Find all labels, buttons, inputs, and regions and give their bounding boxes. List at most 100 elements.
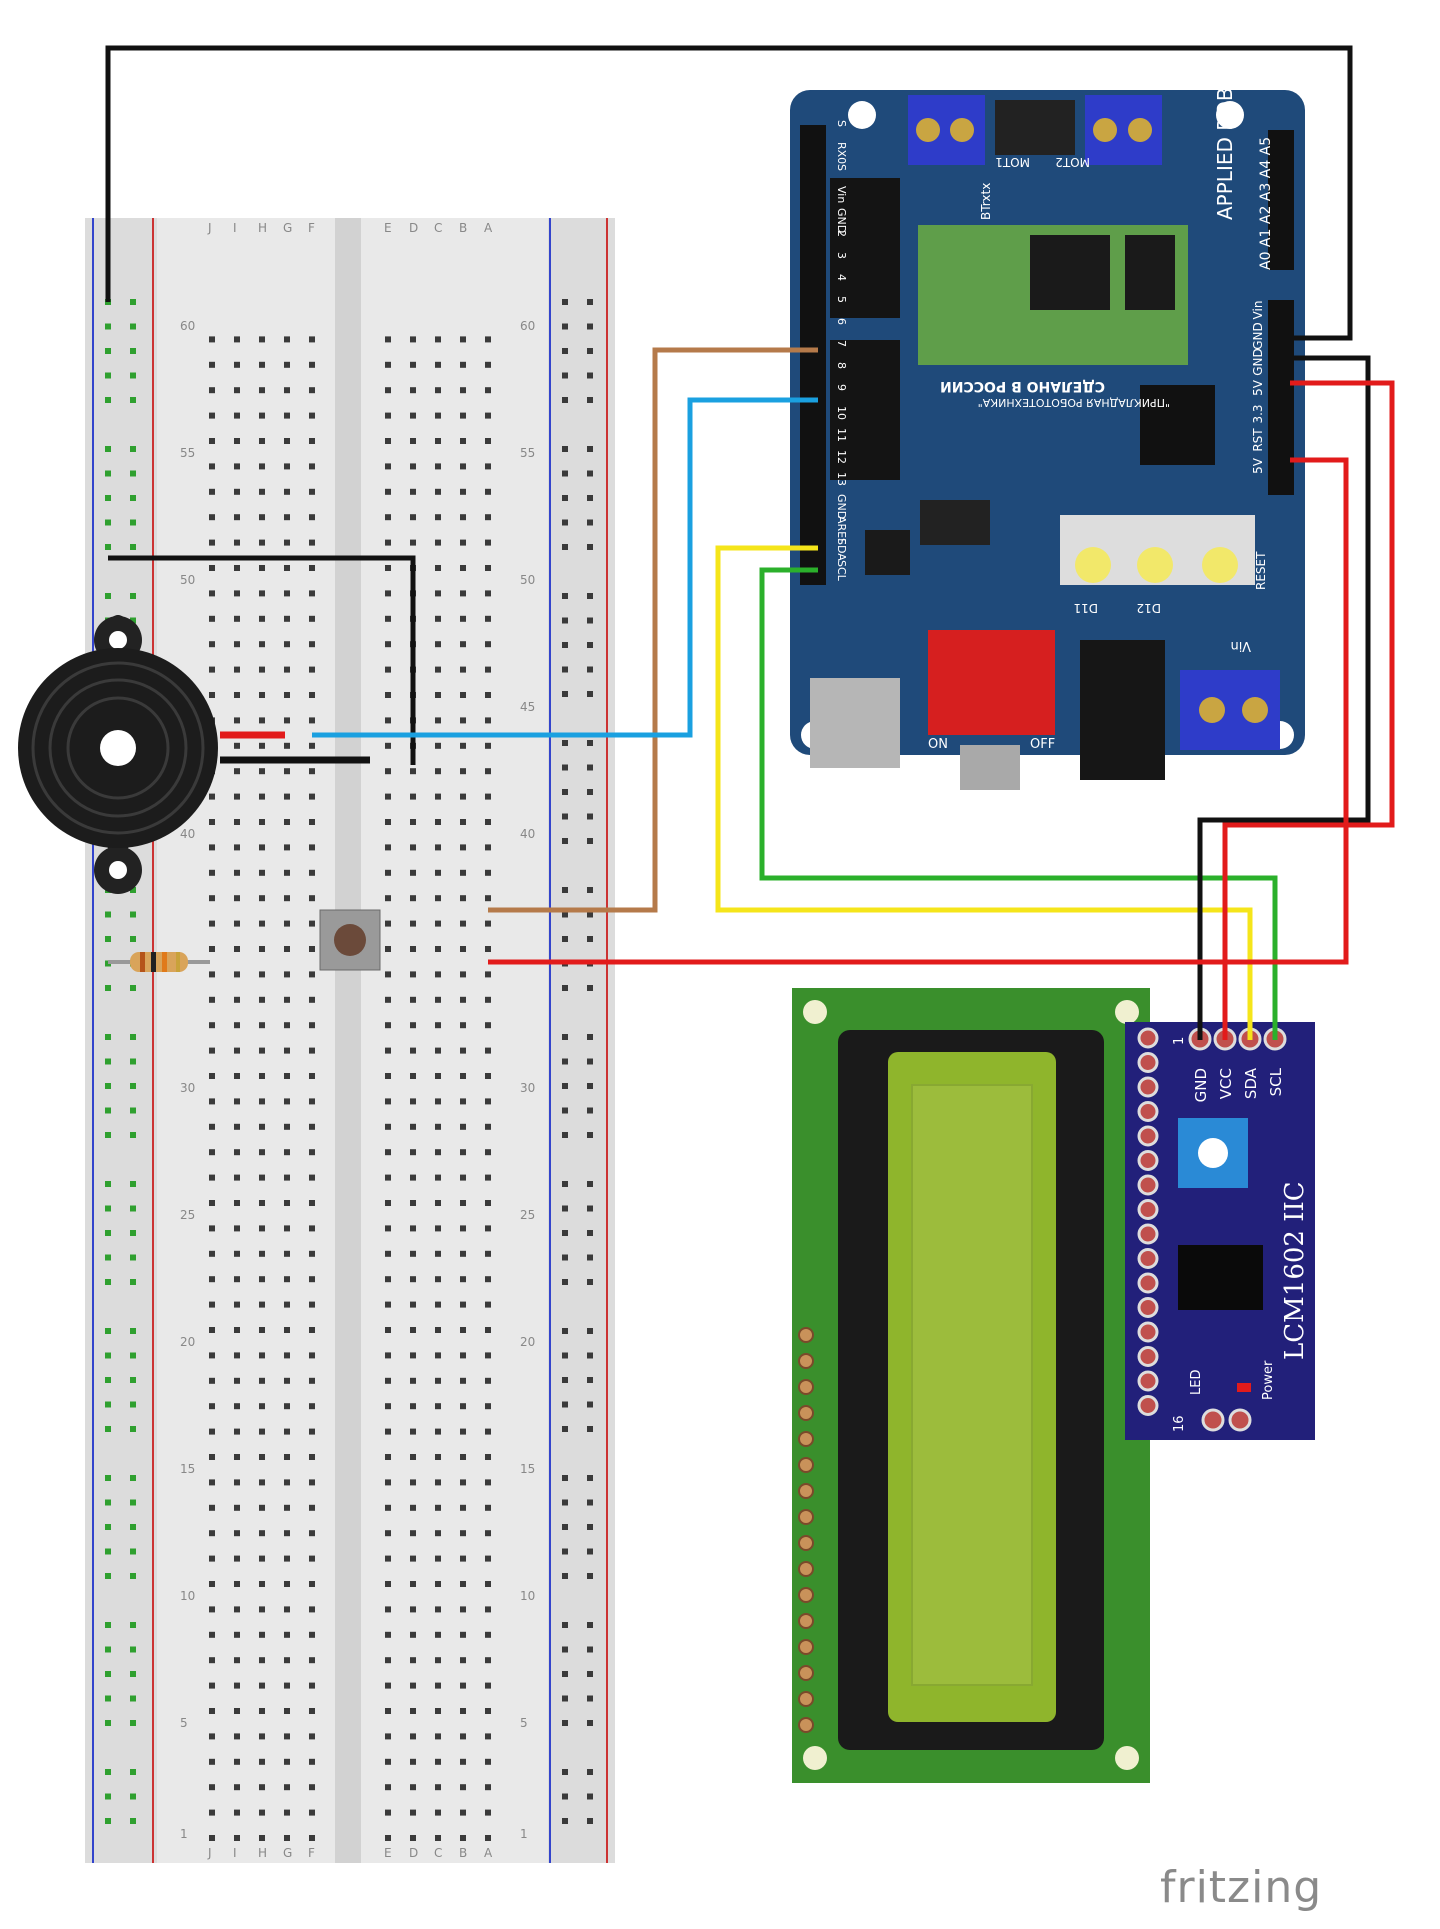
- board-pin-label: SDA: [835, 538, 848, 561]
- rail-hole: [562, 1401, 568, 1408]
- rail-hole: [130, 299, 136, 305]
- breadboard-hole: [209, 920, 215, 927]
- breadboard-hole: [284, 1276, 290, 1283]
- breadboard-hole: [259, 742, 265, 749]
- rail-hole: [105, 1034, 111, 1040]
- breadboard-hole: [410, 1073, 416, 1079]
- breadboard-hole: [485, 1174, 491, 1181]
- breadboard-hole: [309, 488, 315, 495]
- breadboard-hole: [259, 1454, 265, 1460]
- breadboard-hole: [259, 946, 265, 952]
- rail-hole: [130, 1622, 136, 1628]
- breadboard-hole: [284, 1123, 290, 1130]
- rail-hole: [587, 1401, 593, 1408]
- breadboard-hole: [385, 1530, 391, 1537]
- breadboard-hole: [259, 793, 265, 800]
- breadboard-hole: [385, 387, 391, 394]
- breadboard-hole: [284, 1301, 290, 1308]
- rail-hole: [587, 1254, 593, 1261]
- breadboard-hole: [385, 590, 391, 597]
- breadboard-hole: [284, 1708, 290, 1714]
- column-letter: G: [283, 1846, 292, 1860]
- breadboard-hole: [234, 412, 240, 419]
- breadboard-hole: [309, 768, 315, 775]
- breadboard-hole: [410, 1377, 416, 1384]
- breadboard-hole: [234, 539, 240, 546]
- rail-hole: [105, 1352, 111, 1359]
- rail-hole: [587, 1769, 593, 1775]
- breadboard-hole: [460, 1250, 466, 1257]
- i2c-side-pin: [1137, 1321, 1159, 1343]
- board-pin-label: 8: [835, 362, 848, 369]
- breadboard-hole: [209, 488, 215, 495]
- breadboard-hole: [385, 1657, 391, 1664]
- breadboard-hole: [485, 336, 491, 343]
- breadboard-hole: [309, 1022, 315, 1029]
- breadboard-hole: [485, 1352, 491, 1359]
- breadboard-hole: [460, 1581, 466, 1587]
- board-pin-label: 13: [835, 472, 848, 486]
- rail-hole: [587, 985, 593, 991]
- row-number: 20: [180, 1335, 195, 1349]
- breadboard-hole: [385, 819, 391, 825]
- breadboard-hole: [259, 615, 265, 622]
- breadboard-hole: [460, 1708, 466, 1714]
- breadboard-hole: [284, 1098, 290, 1105]
- rail-hole: [105, 911, 111, 918]
- push-button[interactable]: [319, 909, 381, 971]
- breadboard-hole: [460, 1784, 466, 1791]
- breadboard-hole: [460, 641, 466, 648]
- breadboard-hole: [485, 1758, 491, 1765]
- breadboard-hole: [259, 438, 265, 444]
- rail-hole: [105, 1083, 111, 1089]
- breadboard-hole: [309, 1733, 315, 1740]
- lcd-pin: [798, 1587, 814, 1603]
- breadboard-hole: [460, 1149, 466, 1156]
- rail-hole: [587, 1475, 593, 1481]
- breadboard-hole: [485, 1479, 491, 1486]
- breadboard-hole: [485, 1555, 491, 1562]
- breadboard-hole: [209, 615, 215, 622]
- breadboard-hole: [234, 895, 240, 902]
- breadboard-hole: [234, 1428, 240, 1435]
- breadboard-hole: [259, 1682, 265, 1689]
- breadboard-hole: [485, 1149, 491, 1156]
- breadboard-hole: [435, 1377, 441, 1384]
- breadboard-hole: [385, 1352, 391, 1359]
- breadboard-hole: [460, 819, 466, 825]
- breadboard-hole: [460, 692, 466, 698]
- i2c-power-label: Power: [1261, 1360, 1276, 1400]
- breadboard-hole: [435, 819, 441, 825]
- i2c-side-pin: [1137, 1076, 1159, 1098]
- row-number: 40: [180, 827, 195, 841]
- rail-hole: [130, 1205, 136, 1212]
- breadboard-hole: [234, 1454, 240, 1460]
- breadboard-hole: [259, 1428, 265, 1435]
- breadboard-hole: [259, 1733, 265, 1740]
- breadboard-hole: [284, 895, 290, 902]
- breadboard-hole: [435, 1047, 441, 1054]
- row-number: 1: [520, 1827, 528, 1841]
- breadboard-hole: [435, 1809, 441, 1816]
- breadboard-hole: [435, 1225, 441, 1232]
- rail-hole: [105, 1818, 111, 1824]
- breadboard-hole: [284, 1835, 290, 1841]
- breadboard-hole: [259, 768, 265, 775]
- breadboard-hole: [209, 514, 215, 521]
- board-pin-label: 5: [835, 296, 848, 303]
- breadboard-hole: [410, 819, 416, 825]
- breadboard-hole: [435, 1403, 441, 1410]
- breadboard-hole: [410, 1428, 416, 1435]
- breadboard-hole: [460, 1454, 466, 1460]
- breadboard-hole: [259, 1708, 265, 1714]
- breadboard-hole: [259, 1377, 265, 1384]
- rail-hole: [562, 299, 568, 305]
- breadboard-hole: [460, 1327, 466, 1333]
- i2c-side-pins: [1137, 1027, 1159, 1416]
- breadboard-hole: [385, 1682, 391, 1689]
- breadboard-hole: [259, 539, 265, 546]
- breadboard-hole: [209, 1454, 215, 1460]
- breadboard-hole: [460, 412, 466, 419]
- lcd-pin: [798, 1717, 814, 1733]
